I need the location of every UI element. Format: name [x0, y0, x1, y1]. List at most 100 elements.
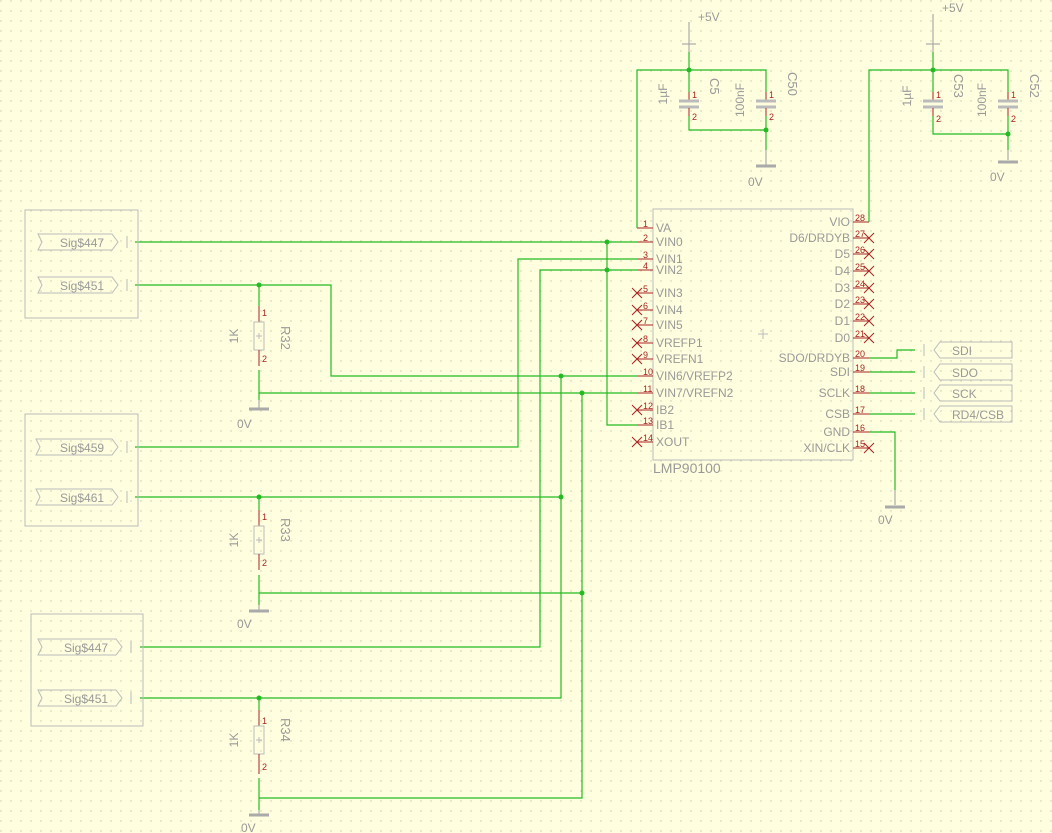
ic-pin-number: 6 — [643, 301, 648, 311]
svg-text:+5V: +5V — [942, 1, 964, 15]
signal-sig451-bottom[interactable]: Sig$451 — [37, 689, 132, 707]
svg-text:C53: C53 — [951, 74, 966, 98]
ic-pin-number: 19 — [855, 363, 865, 373]
svg-text:2: 2 — [262, 354, 267, 364]
capacitor-c53[interactable]: 1 2 1µF C53 — [900, 74, 966, 124]
resistor-r32[interactable]: 1 2 1K R32 — [227, 306, 293, 366]
ic-pin-name: D6/DRDYB — [789, 231, 850, 245]
port-sck[interactable]: SCK — [923, 384, 1013, 402]
resistor-r33[interactable]: 1 2 1K R33 — [227, 510, 293, 570]
svg-text:0V: 0V — [237, 617, 252, 631]
ic-pin-name: CSB — [825, 407, 850, 421]
svg-text:SDI: SDI — [952, 344, 972, 358]
ic-pin-left-4[interactable]: 4 VIN2 — [637, 261, 683, 277]
svg-text:RD4/CSB: RD4/CSB — [952, 408, 1004, 422]
signal-sig459[interactable]: Sig$459 — [35, 438, 128, 456]
svg-text:0V: 0V — [237, 417, 252, 431]
svg-text:+5V: +5V — [698, 10, 720, 24]
capacitor-c52[interactable]: 1 2 100nF C52 — [975, 74, 1042, 124]
ic-pin-right-15[interactable]: 15 XIN/CLK — [803, 439, 875, 455]
ic-pin-name: VIN5 — [656, 318, 683, 332]
signal-sig447-top[interactable]: Sig$447 — [37, 233, 128, 251]
svg-text:1µF: 1µF — [900, 86, 914, 107]
svg-text:Sig$451: Sig$451 — [60, 279, 104, 293]
ic-pin-number: 15 — [855, 439, 865, 449]
signal-sig461[interactable]: Sig$461 — [35, 488, 128, 506]
port-sdo[interactable]: SDO — [923, 363, 1013, 381]
ic-pin-number: 7 — [643, 316, 648, 326]
svg-text:1: 1 — [262, 512, 267, 522]
ground-c52: 0V — [990, 150, 1018, 184]
ic-pin-left-6[interactable]: 6 VIN4 — [631, 301, 683, 317]
svg-text:1: 1 — [936, 90, 941, 100]
svg-text:2: 2 — [262, 558, 267, 568]
svg-text:1: 1 — [262, 308, 267, 318]
ic-pin-number: 12 — [643, 401, 653, 411]
svg-text:100nF: 100nF — [975, 83, 989, 117]
resistor-r34[interactable]: 1 2 1K R34 — [227, 710, 293, 774]
capacitor-c5[interactable]: 1 2 1µF C5 — [656, 78, 722, 122]
ic-pin-name: IB2 — [656, 403, 674, 417]
ic-pin-name: VIN4 — [656, 303, 683, 317]
ic-name-label: LMP90100 — [653, 460, 721, 476]
ic-pin-name: VIN2 — [656, 263, 683, 277]
svg-text:C5: C5 — [707, 78, 722, 95]
ic-pin-number: 16 — [855, 423, 865, 433]
ic-pin-name: VIN7/VREFN2 — [656, 386, 734, 400]
svg-text:Sig$459: Sig$459 — [60, 441, 104, 455]
svg-text:Sig$447: Sig$447 — [64, 641, 108, 655]
signal-labels: Sig$447 Sig$451 Sig$459 Sig$461 Sig$447 … — [35, 233, 132, 707]
ic-pin-number: 26 — [855, 245, 865, 255]
port-rd4-csb[interactable]: RD4/CSB — [923, 405, 1013, 423]
ic-pin-right-26[interactable]: 26 D5 — [835, 245, 875, 261]
signal-sig447-bottom[interactable]: Sig$447 — [37, 638, 132, 656]
ground-c50: 0V — [748, 150, 776, 189]
svg-text:0V: 0V — [241, 821, 256, 833]
ic-pin-number: 25 — [855, 262, 865, 272]
ic-pin-number: 11 — [643, 384, 652, 394]
ic-pin-left-7[interactable]: 7 VIN5 — [631, 316, 683, 332]
ic-pin-name: VIN1 — [656, 252, 683, 266]
ic-pin-number: 10 — [643, 367, 653, 377]
svg-text:SCK: SCK — [952, 387, 977, 401]
ic-pin-name: D5 — [835, 247, 851, 261]
ic-pin-number: 1 — [643, 219, 648, 229]
svg-text:Sig$447: Sig$447 — [60, 236, 104, 250]
ic-pin-number: 4 — [643, 261, 648, 271]
ic-pin-name: SDO/DRDYB — [779, 351, 850, 365]
power-5v-left: +5V — [682, 10, 720, 52]
signal-sig451-top[interactable]: Sig$451 — [37, 276, 128, 294]
ic-pin-left-11[interactable]: 11 VIN7/VREFN2 — [637, 384, 734, 400]
ic-pin-number: 18 — [855, 384, 865, 394]
svg-text:1µF: 1µF — [656, 84, 670, 105]
ic-pin-name: D1 — [835, 314, 851, 328]
capacitor-c50[interactable]: 1 2 100nF C50 — [733, 72, 800, 122]
ic-pin-number: 5 — [643, 284, 648, 294]
ground-r33: 0V — [237, 605, 269, 631]
port-sdi[interactable]: SDI — [923, 341, 1013, 359]
ic-pin-name: XIN/CLK — [803, 441, 850, 455]
